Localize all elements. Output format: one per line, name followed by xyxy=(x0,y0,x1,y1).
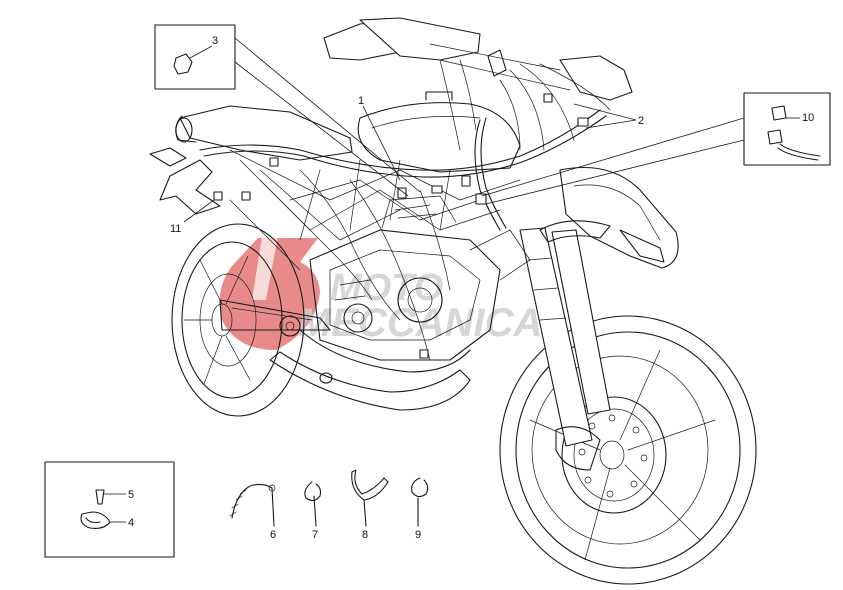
front-brake-disc-holes xyxy=(578,414,648,498)
callout-2: 2 xyxy=(638,115,644,127)
callout-10: 10 xyxy=(802,112,814,124)
harness-connector xyxy=(431,185,443,194)
swingarm xyxy=(219,299,331,337)
inset-box-parts-4-5: 5 4 xyxy=(44,461,175,558)
part-3-connector xyxy=(173,53,193,75)
part-8-bracket xyxy=(351,469,389,527)
watermark-line-1: MOTO xyxy=(330,267,443,309)
wiring-harness xyxy=(199,59,611,361)
callout-7: 7 xyxy=(312,529,318,541)
harness-connector xyxy=(419,349,429,359)
handlebar-assembly xyxy=(323,17,633,101)
harness-connector xyxy=(461,175,471,187)
callout-1: 1 xyxy=(358,95,364,107)
front-fork xyxy=(519,227,611,471)
callout-8: 8 xyxy=(362,529,368,541)
callout-3: 3 xyxy=(212,35,218,47)
harness-connector xyxy=(241,191,251,201)
part-9-hook xyxy=(411,477,429,527)
part-10-connector xyxy=(771,105,787,121)
harness-connector xyxy=(397,187,407,199)
part-7-clip xyxy=(304,481,322,527)
harness-connector xyxy=(269,157,279,167)
callout-5: 5 xyxy=(128,489,134,501)
callout-6: 6 xyxy=(270,529,276,541)
harness-connector xyxy=(543,93,553,103)
loose-parts-row: 6 7 8 9 xyxy=(229,469,429,541)
exhaust-and-underside xyxy=(269,329,471,411)
engine-block xyxy=(309,195,531,361)
rear-wheel xyxy=(171,223,305,417)
callout-9: 9 xyxy=(415,529,421,541)
part-4-clamp xyxy=(80,511,111,529)
callout-leaders: 1 2 11 xyxy=(170,37,745,235)
harness-connector xyxy=(213,191,223,201)
watermark-line-2: MECCANICA xyxy=(298,301,542,345)
part-5-screw xyxy=(95,489,105,505)
callout-11: 11 xyxy=(170,223,181,235)
front-wheel xyxy=(499,315,757,585)
callout-4: 4 xyxy=(128,517,134,529)
inset-box-part-3: 3 xyxy=(154,24,236,90)
part-6-cable xyxy=(229,483,276,527)
watermark-logo xyxy=(219,236,320,350)
inset-box-part-10: 10 xyxy=(743,92,831,166)
part-10-plug xyxy=(767,129,783,145)
harness-connector xyxy=(475,193,487,205)
watermark: MOTO MECCANICA xyxy=(219,236,542,350)
frame-tank-tail xyxy=(149,91,679,269)
harness-connector xyxy=(577,117,589,127)
